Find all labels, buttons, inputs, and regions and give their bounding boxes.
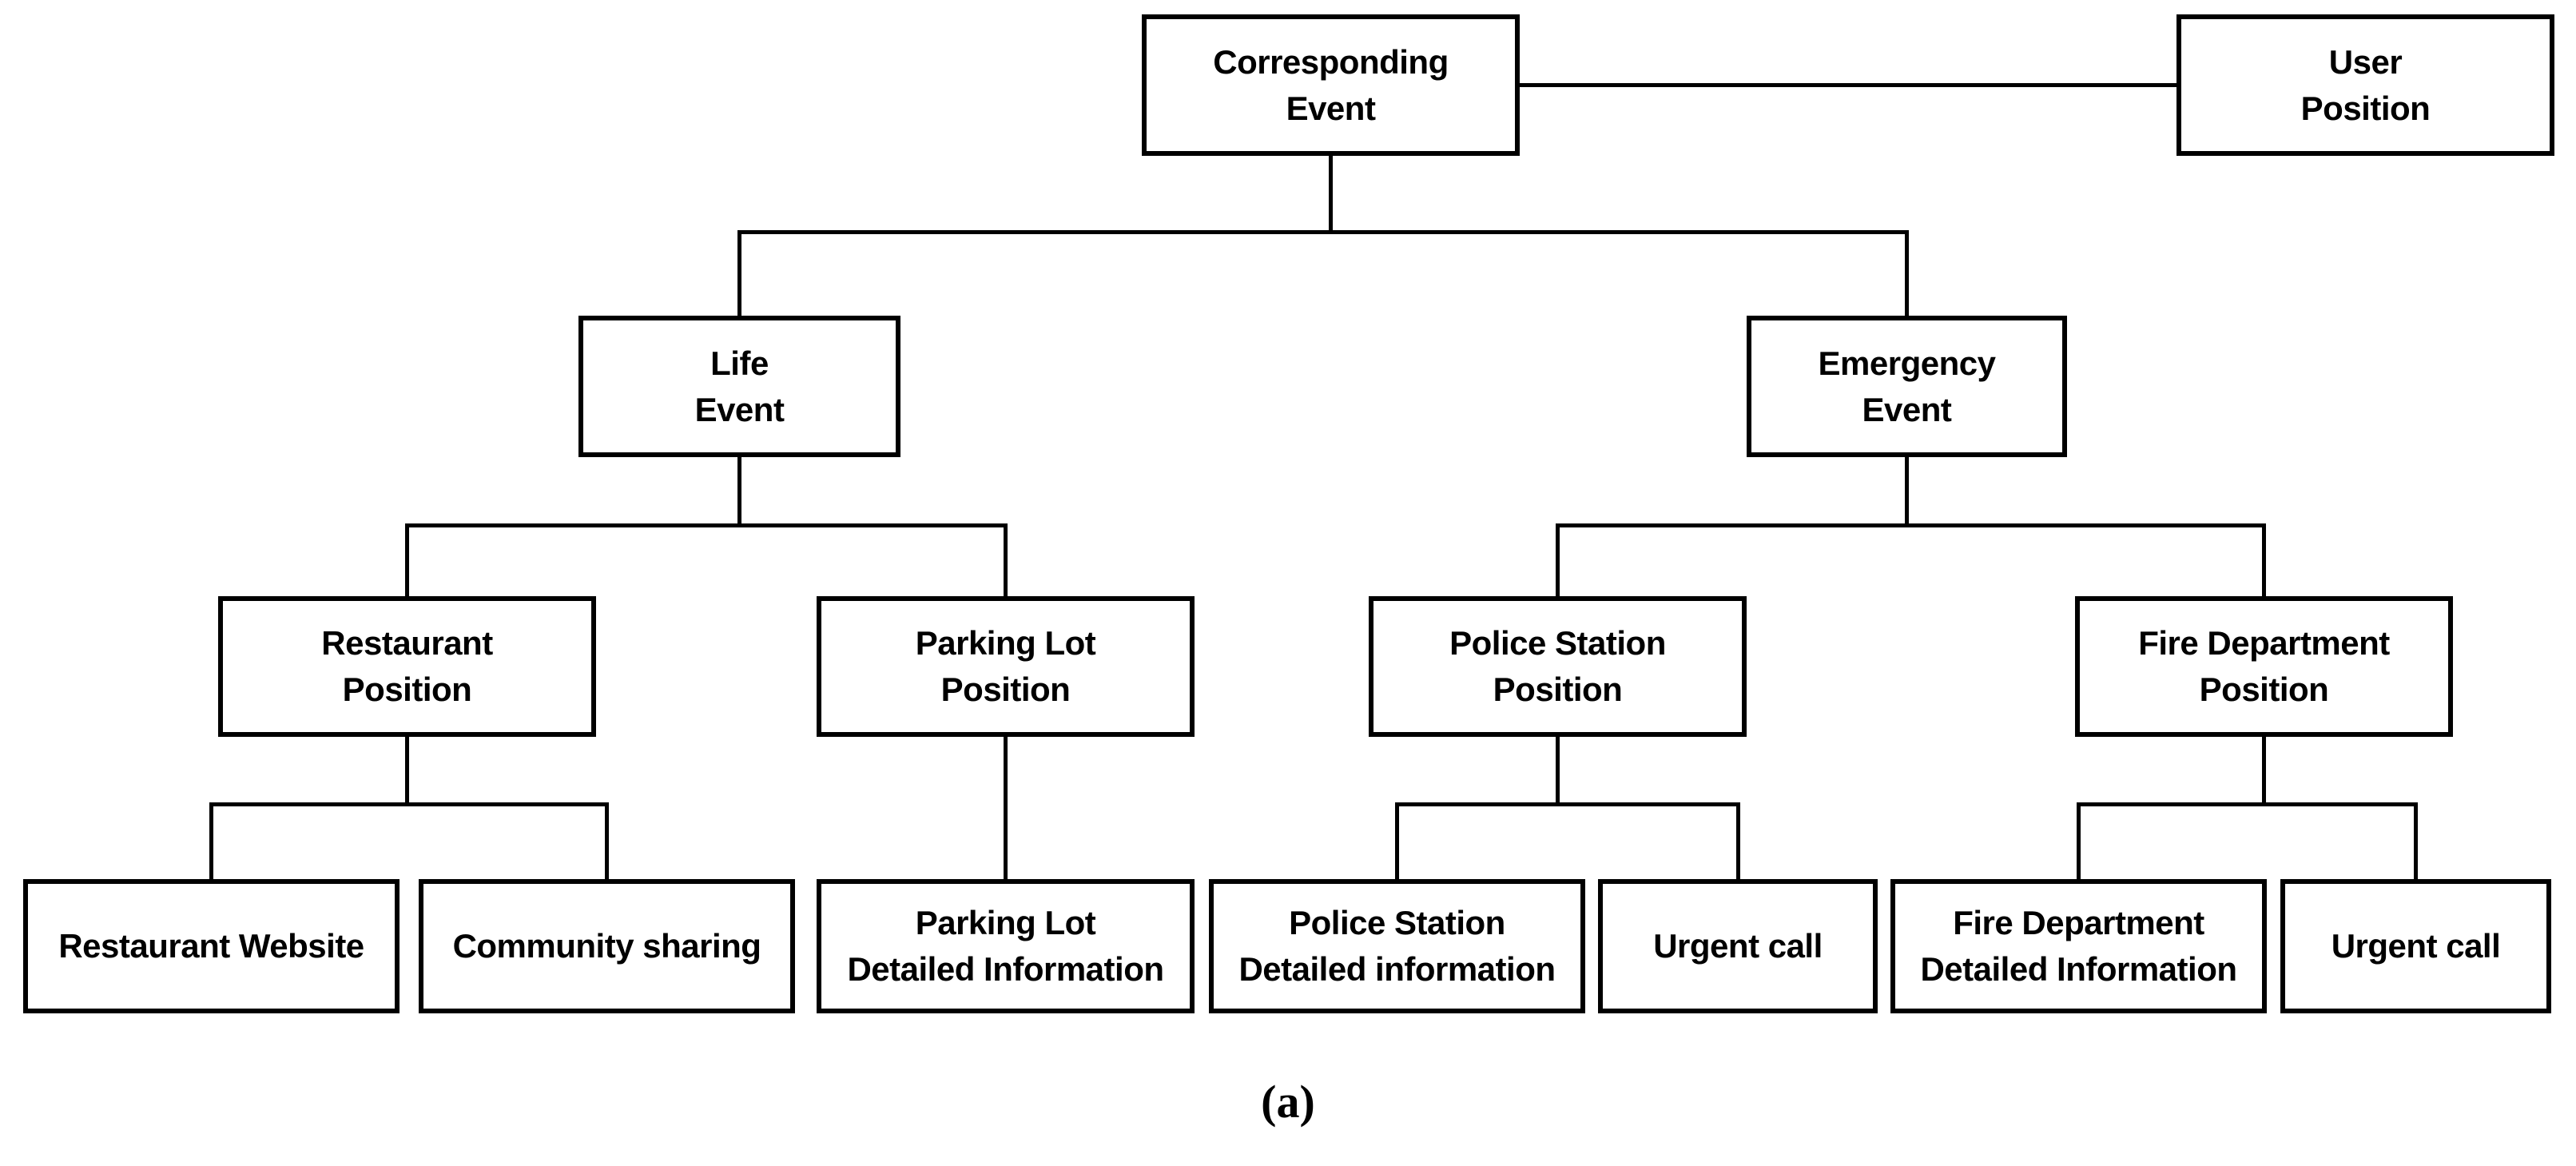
node-urgent-call-police: Urgent call: [1598, 879, 1878, 1013]
connector-fire-crossbar: [2077, 802, 2418, 806]
connector-restaurant-stem: [405, 736, 409, 806]
node-label: Corresponding Event: [1213, 42, 1449, 127]
node-label: Restaurant Position: [321, 624, 493, 708]
node-fire-department-detailed-information: Fire Department Detailed Information: [1890, 879, 2267, 1013]
connector-to-restaurant-position: [405, 523, 409, 596]
node-restaurant-position: Restaurant Position: [218, 596, 596, 737]
connector-police-crossbar: [1395, 802, 1740, 806]
connector-to-urgent-call-police: [1736, 802, 1740, 879]
connector-to-emergency-event: [1905, 230, 1909, 316]
node-parking-lot-detailed-information: Parking Lot Detailed Information: [817, 879, 1195, 1013]
node-label: Parking Lot Detailed Information: [847, 904, 1164, 988]
connector-to-community-sharing: [605, 802, 609, 879]
node-label: Police Station Position: [1449, 624, 1666, 708]
node-corresponding-event: Corresponding Event: [1142, 14, 1520, 156]
connector-level1-crossbar: [737, 230, 1907, 234]
connector-police-stem: [1556, 736, 1560, 806]
connector-to-fire-department-position: [2262, 523, 2266, 596]
node-urgent-call-fire: Urgent call: [2280, 879, 2551, 1013]
connector-life-stem: [737, 457, 741, 527]
connector-corresponding-stem: [1329, 156, 1333, 234]
connector-to-police-station-position: [1556, 523, 1560, 596]
connector-to-fire-department-detailed-information: [2077, 802, 2081, 879]
node-parking-lot-position: Parking Lot Position: [817, 596, 1195, 737]
node-user-position: User Position: [2176, 14, 2554, 156]
connector-life-crossbar: [405, 523, 1006, 527]
connector-to-urgent-call-fire: [2414, 802, 2418, 879]
node-police-station-position: Police Station Position: [1369, 596, 1747, 737]
node-label: Emergency Event: [1818, 344, 1996, 428]
node-label: Life Event: [694, 344, 785, 428]
connector-to-parking-lot-position: [1004, 523, 1008, 596]
node-police-station-detailed-information: Police Station Detailed information: [1209, 879, 1585, 1013]
node-restaurant-website: Restaurant Website: [23, 879, 400, 1013]
node-life-event: Life Event: [578, 316, 900, 457]
node-label: Urgent call: [1653, 927, 1823, 965]
connector-to-life-event: [737, 230, 741, 316]
node-label: User Position: [2300, 42, 2431, 127]
connector-corresponding-to-user: [1520, 83, 2176, 87]
node-fire-department-position: Fire Department Position: [2075, 596, 2453, 737]
connector-emergency-crossbar: [1556, 523, 2264, 527]
node-label: Fire Department Detailed Information: [1920, 904, 2237, 988]
node-label: Parking Lot Position: [915, 624, 1096, 708]
node-emergency-event: Emergency Event: [1747, 316, 2067, 457]
node-label: Community sharing: [452, 927, 761, 965]
node-label: Urgent call: [2331, 927, 2501, 965]
node-label: Police Station Detailed information: [1238, 904, 1556, 988]
node-label: Restaurant Website: [58, 927, 364, 965]
node-community-sharing: Community sharing: [419, 879, 795, 1013]
connector-restaurant-crossbar: [209, 802, 609, 806]
connector-to-restaurant-website: [209, 802, 213, 879]
connector-fire-stem: [2262, 736, 2266, 806]
connector-emergency-stem: [1905, 457, 1909, 527]
figure-caption: (a): [1261, 1076, 1315, 1128]
connector-to-police-station-detailed-information: [1395, 802, 1399, 879]
connector-to-parking-lot-detailed-information: [1004, 736, 1008, 879]
node-label: Fire Department Position: [2138, 624, 2390, 708]
